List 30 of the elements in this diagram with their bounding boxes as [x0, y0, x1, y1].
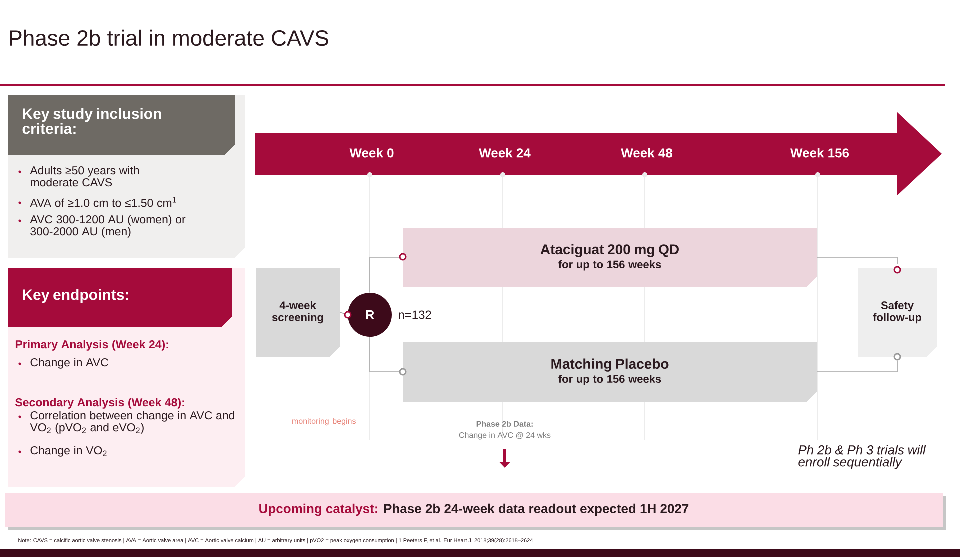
bullet-text: Change in AVC — [30, 358, 108, 369]
connector — [816, 360, 898, 372]
week-label: Week 0 — [350, 148, 394, 158]
bullet-text: Correlation between change in AVC and VO$_{2}$ (pVO$_{2}$ and eVO$_{2}$) — [30, 411, 234, 434]
treatment-box: Ataciguat 200 mg QD for up to 156 weeks — [403, 228, 817, 287]
bullet-text: AVA of ≥1.0 cm to ≤1.50 cm$^{1}$ — [30, 197, 176, 208]
follow-up-box: Safety follow-up — [858, 268, 938, 357]
panel-header: Key endpoints: — [8, 268, 232, 327]
bullet-text: AVC 300-1200 AU (women) or 300-2000 AU (men) — [30, 215, 186, 238]
section-heading: Secondary Analysis (Week 48): — [16, 398, 184, 409]
connector — [370, 257, 400, 294]
week-label: Week 156 — [790, 148, 850, 158]
section-heading: Primary Analysis (Week 24): — [16, 340, 168, 351]
data-note: Phase 2b Data: — [476, 421, 533, 427]
data-note: Change in AVC @ 24 wks — [459, 432, 551, 440]
bullet-text: Change in VO$_{2}$ — [30, 446, 107, 457]
monitoring-note: monitoring begins — [292, 418, 356, 426]
connector — [816, 257, 898, 265]
enrollment-note: Ph 2b & Ph 3 trials will enroll sequentially — [798, 445, 926, 470]
catalyst-banner: Upcoming catalyst: Phase 2b 24-week data readout expected 1H 2027 — [5, 493, 946, 530]
count-label: n=132 — [399, 310, 432, 320]
bullet-text: Adults ≥50 years with moderate CAVS — [30, 166, 140, 187]
title: Phase 2b trial in moderate CAVS — [10, 30, 328, 46]
panel-header: Key study inclusion criteria: — [8, 95, 235, 155]
connector — [370, 336, 400, 372]
week-label: Week 24 — [479, 148, 531, 158]
connector — [340, 312, 345, 314]
placebo-box: Matching Placebo for up to 156 weeks — [403, 342, 817, 402]
week-label: Week 48 — [621, 148, 672, 158]
screening-box: 4-week screening — [256, 268, 340, 357]
